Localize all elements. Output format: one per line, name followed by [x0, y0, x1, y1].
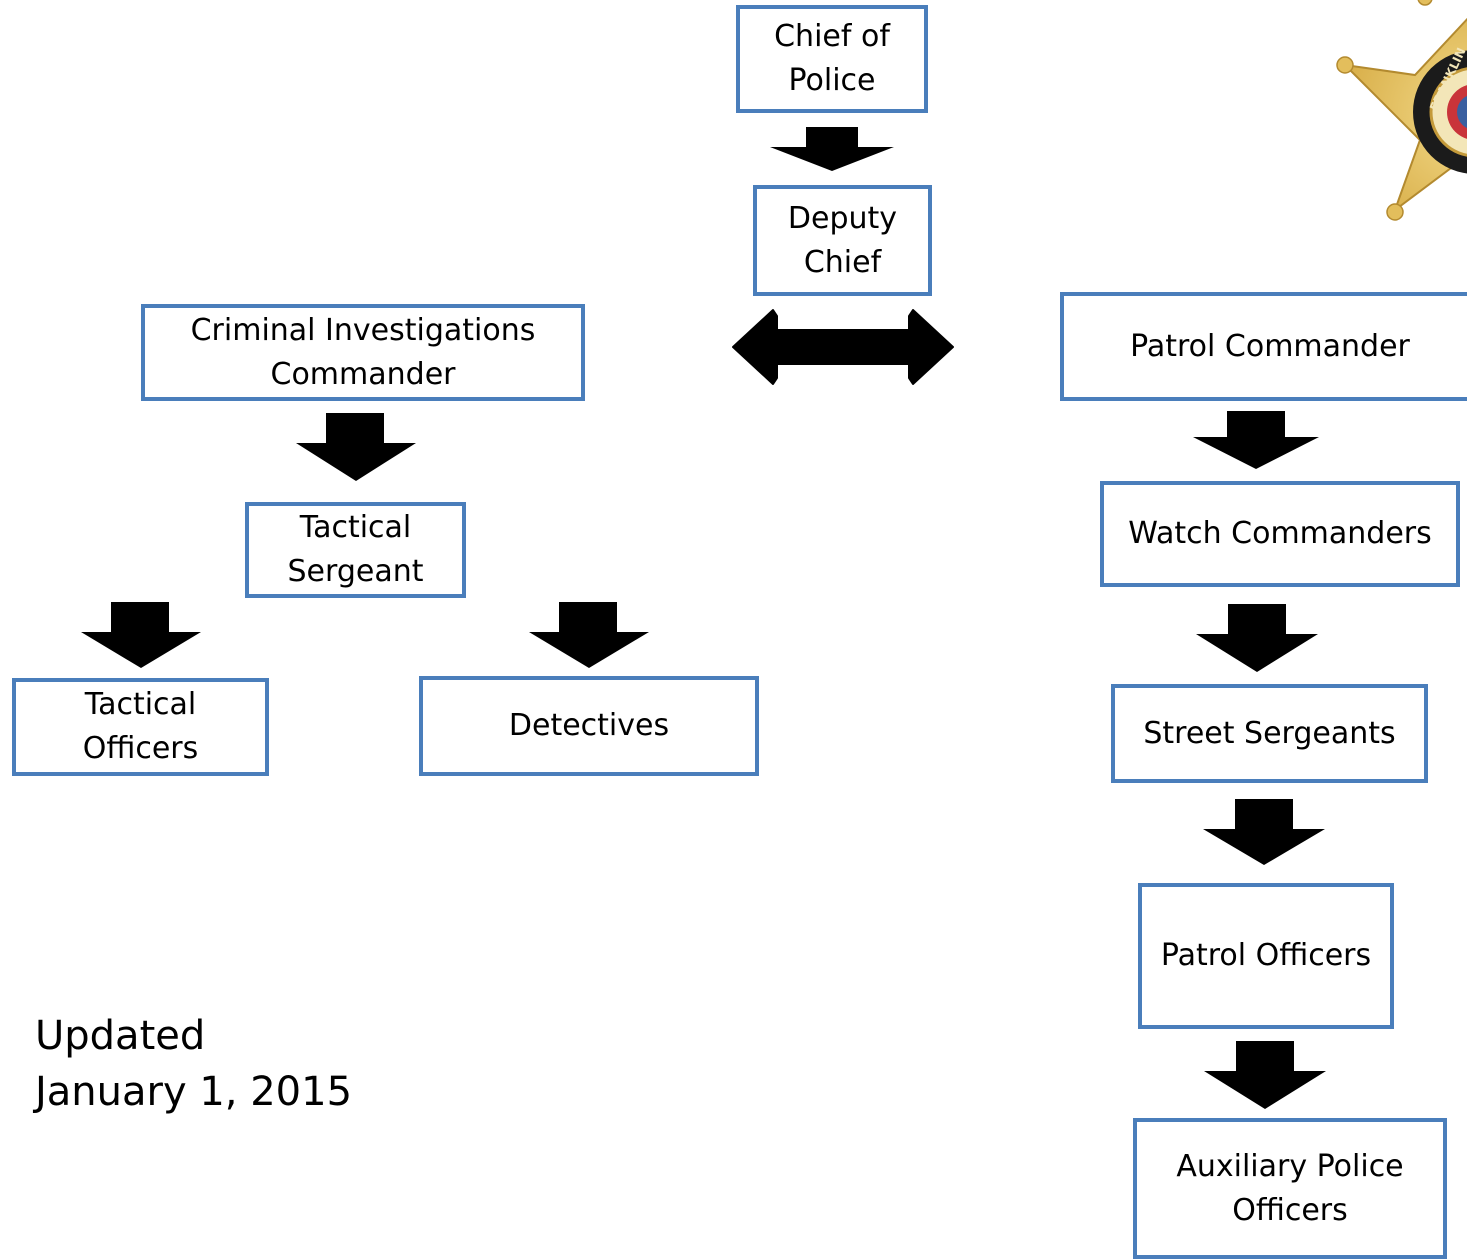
arrow-street-sergeants-to-patrol-officers [1203, 799, 1325, 865]
node-deputy-chief-label: Deputy Chief [787, 200, 898, 280]
arrow-chief-to-deputy [770, 127, 894, 171]
arrow-watch-to-street-sergeants [1196, 604, 1318, 672]
node-criminal-investigations-commander: Criminal Investigations Commander [141, 304, 585, 401]
updated-date: January 1, 2015 [35, 1069, 353, 1115]
node-tactical-sergeant-label: Tactical Sergeant [287, 510, 424, 589]
node-chief-of-police-label: Chief of Police [774, 19, 890, 98]
arrow-patrol-officers-to-auxiliary [1204, 1041, 1326, 1109]
node-tactical-sergeant: Tactical Sergeant [245, 502, 466, 598]
node-tactical-officers-label: Tactical Officers [82, 687, 199, 766]
node-detectives: Detectives [419, 676, 759, 776]
arrow-tactical-sergeant-to-officers [81, 602, 201, 668]
node-chief-of-police: Chief of Police [736, 5, 928, 113]
node-patrol-officers: Patrol Officers [1138, 883, 1394, 1029]
node-patrol-commander: Patrol Commander [1060, 292, 1467, 401]
sheriff-star-badge-icon: FRANKLIN [1325, 0, 1467, 230]
node-detectives-label: Detectives [508, 708, 670, 743]
double-arrow-deputy-link [732, 309, 954, 385]
arrow-cic-to-tactical-sergeant [296, 413, 416, 481]
node-street-sergeants: Street Sergeants [1111, 684, 1428, 783]
updated-note: Updated January 1, 2015 [35, 1008, 352, 1120]
node-patrol-commander-label: Patrol Commander [1130, 328, 1410, 364]
arrow-tactical-sergeant-to-detectives [529, 602, 649, 668]
node-deputy-chief: Deputy Chief [753, 185, 932, 296]
node-auxiliary-police-officers: Auxiliary Police Officers [1133, 1118, 1447, 1259]
node-criminal-investigations-commander-label: Criminal Investigations Commander [190, 312, 536, 392]
node-watch-commanders-label: Watch Commanders [1128, 516, 1432, 551]
arrow-patrol-commander-to-watch [1193, 411, 1319, 469]
updated-label: Updated [35, 1013, 206, 1059]
node-patrol-officers-label: Patrol Officers [1160, 938, 1372, 973]
node-auxiliary-police-officers-label: Auxiliary Police Officers [1176, 1148, 1404, 1228]
node-tactical-officers: Tactical Officers [12, 678, 269, 776]
node-watch-commanders: Watch Commanders [1100, 481, 1460, 587]
node-street-sergeants-label: Street Sergeants [1143, 715, 1396, 751]
